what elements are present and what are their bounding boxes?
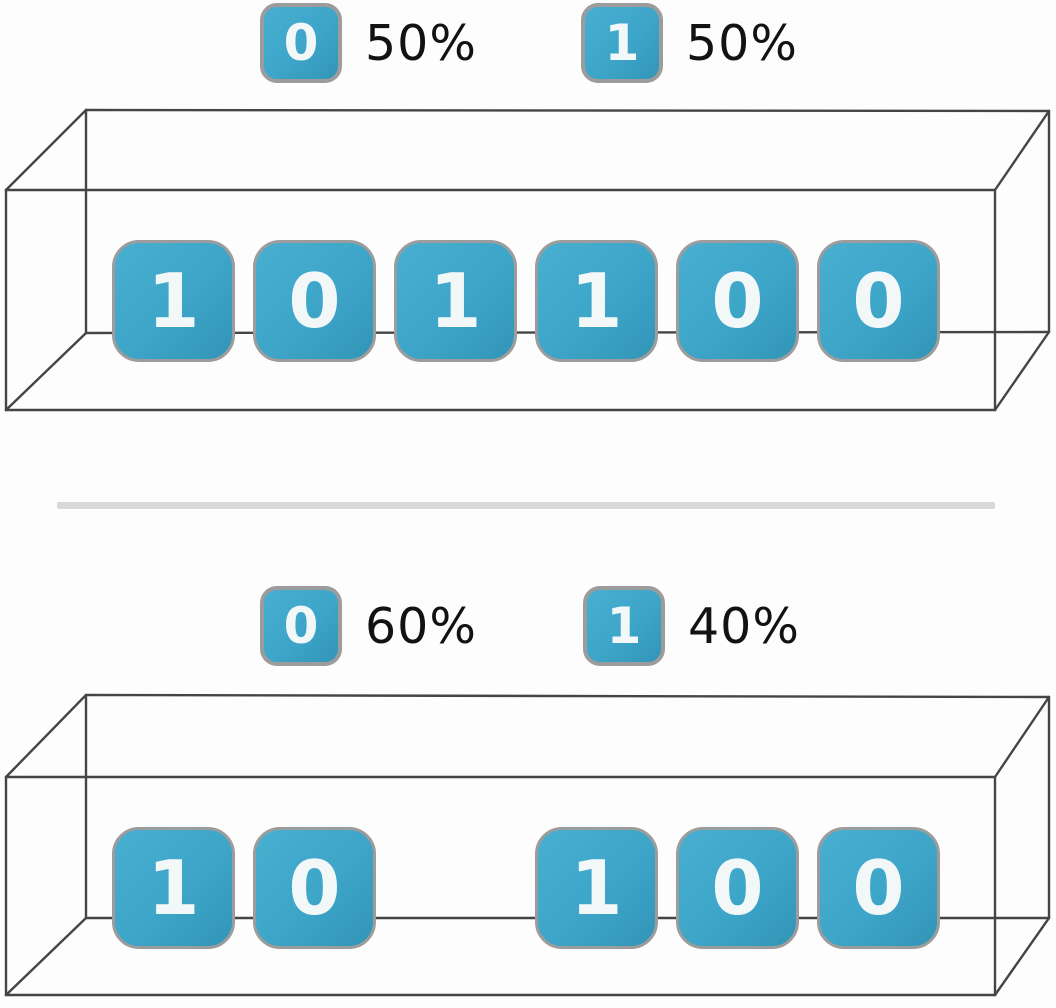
bit-tile: 0 xyxy=(253,827,376,949)
bit-tile: 0 xyxy=(676,827,799,949)
legend-item-zero-bottom: 0 60% xyxy=(260,585,477,667)
bit-chip-zero: 0 xyxy=(260,586,342,666)
bit-tile: 1 xyxy=(112,827,235,949)
bit-chip-one: 1 xyxy=(581,3,663,83)
percent-label: 40% xyxy=(688,597,800,655)
percent-label: 60% xyxy=(365,597,477,655)
legend-item-zero-top: 0 50% xyxy=(260,2,477,84)
bit-tile: 1 xyxy=(394,240,517,362)
section-divider xyxy=(57,502,995,509)
percent-label: 50% xyxy=(365,14,477,72)
bit-tile: 1 xyxy=(535,240,658,362)
bit-tile: 0 xyxy=(253,240,376,362)
legend-item-one-top: 1 50% xyxy=(581,2,798,84)
bit-tile: 0 xyxy=(817,827,940,949)
bit-tile: 1 xyxy=(112,240,235,362)
bit-tile: 0 xyxy=(817,240,940,362)
percent-label: 50% xyxy=(686,14,798,72)
bit-chip-zero: 0 xyxy=(260,3,342,83)
bit-chip-one: 1 xyxy=(583,586,665,666)
bit-tile: 1 xyxy=(535,827,658,949)
bit-tile: 0 xyxy=(676,240,799,362)
legend-item-one-bottom: 1 40% xyxy=(583,585,800,667)
